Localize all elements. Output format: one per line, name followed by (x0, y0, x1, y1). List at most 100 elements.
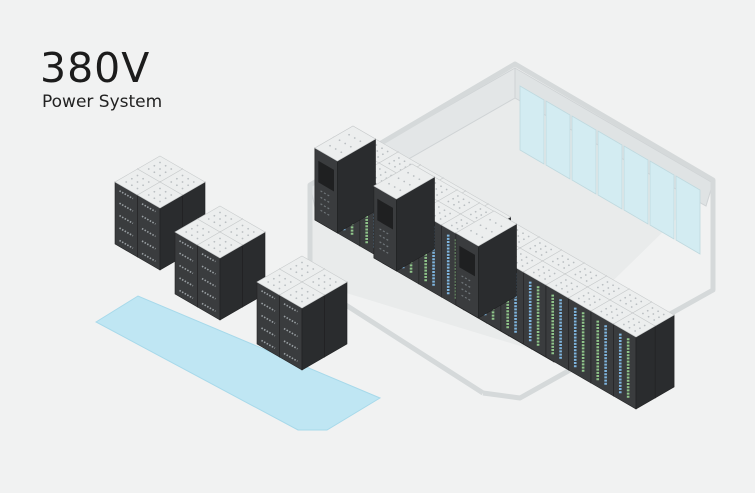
vent-dot (548, 275, 551, 278)
vent-dot (494, 222, 497, 224)
room-window-pane (675, 175, 701, 255)
vent-dot (224, 214, 227, 217)
vent-dot (567, 258, 569, 261)
vent-dot (170, 168, 173, 170)
cabinet-vent-row (283, 327, 298, 338)
vent-dot (301, 274, 303, 277)
vent-dot (295, 297, 298, 300)
vent-dot (334, 148, 337, 150)
vent-dot (597, 286, 599, 289)
vent-dot (540, 254, 543, 256)
cabinet-vent-row (201, 290, 216, 300)
vent-dot (329, 284, 332, 287)
vent-dot (301, 300, 303, 303)
vent-dot (598, 298, 601, 301)
vent-dot (153, 171, 156, 174)
vent-dot (192, 181, 195, 183)
panel-switch-row (379, 228, 390, 236)
vent-dot (653, 319, 656, 321)
vent-dot (147, 194, 150, 196)
vent-dot (130, 184, 133, 187)
vent-dot (627, 320, 630, 323)
vent-dot (621, 311, 624, 314)
vent-dot (612, 284, 614, 287)
cabinet-vent-row (201, 265, 216, 275)
vent-dot (444, 215, 447, 218)
row-end-cabinet-body (373, 163, 436, 272)
vent-dot (519, 253, 522, 255)
vent-dot (230, 218, 233, 220)
vent-dot (658, 316, 660, 319)
vent-dot (252, 231, 255, 233)
vent-dot (576, 285, 579, 288)
vent-dot (340, 151, 343, 154)
vent-dot (224, 240, 227, 243)
vent-dot (312, 281, 315, 283)
vent-dot (568, 264, 570, 267)
vent-dot (377, 156, 380, 158)
vent-dot (164, 197, 167, 200)
vent-dot (543, 272, 546, 274)
vent-dot (651, 307, 654, 309)
cabinet-vent-row (119, 202, 134, 212)
server-rack-rows (314, 125, 675, 410)
vent-dot (572, 261, 575, 264)
vent-dot (630, 306, 633, 308)
vent-dot (159, 161, 161, 164)
vent-dot (593, 295, 595, 298)
vent-dot (384, 171, 387, 174)
vent-dot (407, 171, 410, 174)
cabinet-vent-row (201, 277, 216, 288)
vent-dot (588, 298, 591, 300)
vent-dot (272, 284, 275, 287)
vent-dot (224, 247, 227, 250)
vent-dot (527, 235, 530, 238)
vent-dot (611, 317, 614, 319)
vent-dot (565, 285, 568, 287)
vent-dot (213, 221, 216, 224)
vent-dot (542, 266, 545, 268)
rack-front-face (373, 185, 397, 272)
vent-dot (571, 288, 574, 291)
vent-dot (628, 326, 631, 329)
cabinet-vent-row (179, 252, 194, 262)
vent-dot (577, 297, 580, 300)
vent-dot (480, 214, 483, 216)
control-panel (459, 245, 475, 277)
vent-dot (393, 186, 396, 188)
vent-dot (500, 225, 503, 228)
room-window-pane (571, 115, 597, 195)
vent-dot (584, 274, 587, 276)
vent-dot (295, 271, 298, 274)
vent-dot (625, 302, 627, 305)
vent-dot (562, 261, 565, 263)
vent-dot (539, 248, 542, 250)
power-cabinet (196, 231, 244, 321)
panel-switch-row (320, 196, 331, 204)
rack-front-face (545, 284, 569, 371)
vent-dot (306, 290, 309, 293)
vent-dot (224, 221, 227, 224)
vent-dot (241, 237, 244, 240)
vent-dot (301, 261, 303, 264)
vent-dot (623, 323, 625, 326)
vent-dot (561, 255, 564, 257)
vent-dot (329, 277, 332, 280)
cabinet-vent-row (283, 315, 298, 325)
vent-dot (196, 224, 199, 227)
vent-dot (615, 308, 618, 311)
server-rack (612, 312, 656, 410)
vent-dot (629, 294, 631, 296)
vent-dot (386, 150, 389, 153)
vent-dot (518, 241, 521, 243)
vent-dot (403, 160, 406, 163)
vent-dot (317, 277, 320, 280)
vent-dot (436, 194, 439, 196)
cabinet-vent-row (141, 227, 156, 238)
vent-dot (185, 231, 188, 233)
vent-dot (159, 187, 161, 190)
panel-switch-row (379, 247, 390, 255)
vent-dot (445, 188, 448, 191)
vent-dot (589, 271, 592, 274)
vent-dot (187, 184, 190, 187)
